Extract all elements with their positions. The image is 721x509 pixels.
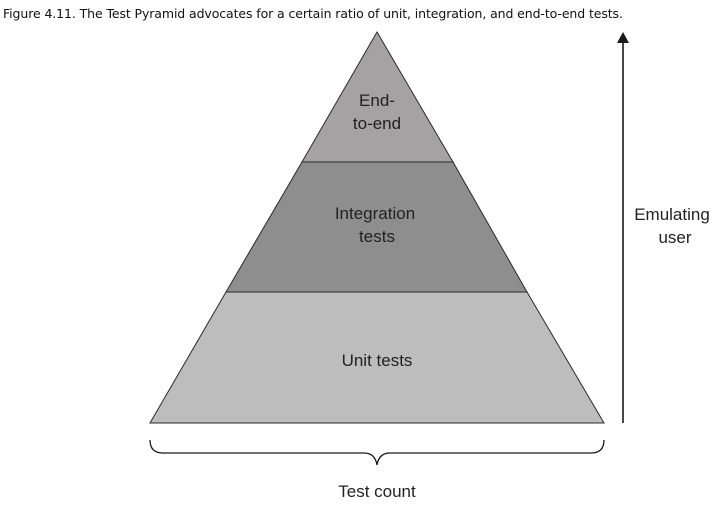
test-count-brace xyxy=(149,439,605,466)
test-count-label: Test count xyxy=(338,482,416,501)
tier-label-integration-line1: Integration xyxy=(335,204,415,223)
emulating-user-label-line2: user xyxy=(658,228,691,247)
tier-label-integration-line2: tests xyxy=(359,227,395,246)
arrow-head-up-icon xyxy=(617,32,629,43)
tier-label-end-to-end-line1: End- xyxy=(359,91,395,110)
pyramid-tier-end-to-end xyxy=(301,31,454,163)
emulating-user-label-line1: Emulating xyxy=(634,205,710,224)
figure-caption: Figure 4.11. The Test Pyramid advocates … xyxy=(3,6,623,21)
tier-label-unit: Unit tests xyxy=(342,351,413,370)
tier-label-end-to-end-line2: to-end xyxy=(353,114,401,133)
